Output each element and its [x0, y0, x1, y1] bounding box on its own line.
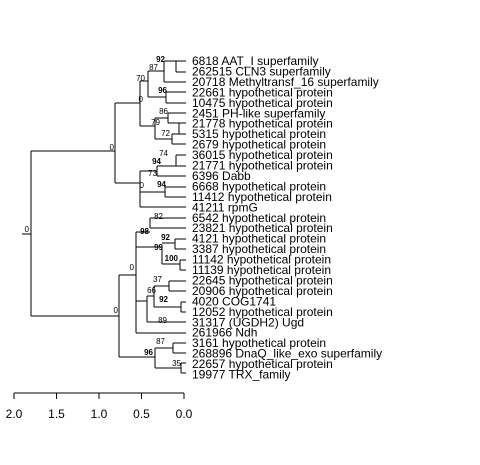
tip-label: 20718 Methyltransf_16 superfamily: [192, 75, 379, 89]
bootstrap-value: 70: [136, 74, 145, 83]
tree-branches: [22, 60, 186, 374]
tip-label: 22645 hypothetical protein: [192, 273, 333, 287]
bootstrap-value: 37: [153, 275, 162, 284]
bootstrap-value: 87: [149, 63, 158, 72]
bootstrap-value: 92: [156, 55, 165, 64]
tip-label: 4020 COG1741: [192, 294, 276, 308]
axis-tick-label: 1.0: [91, 407, 108, 421]
bootstrap-value: 0: [25, 225, 30, 234]
bootstrap-value: 96: [158, 86, 167, 95]
axis-tick-label: 1.5: [48, 407, 65, 421]
tip-label: 4121 hypothetical protein: [192, 232, 326, 246]
tip-label: 5315 hypothetical protein: [192, 127, 326, 141]
tip-label: 20906 hypothetical protein: [192, 284, 333, 298]
tip-label: 11139 hypothetical protein: [192, 263, 331, 277]
tip-label: 22657 hypothetical protein: [192, 357, 333, 371]
tip-label: 41211 rpmG: [192, 200, 258, 214]
tip-label: 10475 hypothetical protein: [192, 96, 333, 110]
axis-tick-label: 0.0: [176, 407, 193, 421]
bootstrap-value: 99: [154, 243, 163, 252]
bootstrap-value: 0: [130, 263, 135, 272]
tip-label: 2451 PH-like superfamily: [192, 106, 325, 120]
bootstrap-value: 0: [110, 143, 115, 152]
bootstrap-value: 0: [140, 181, 145, 190]
tip-label: 3387 hypothetical protein: [192, 242, 326, 256]
tip-label: 31317 (UGDH2) Ugd: [192, 315, 304, 329]
bootstrap-value: 86: [159, 107, 168, 116]
bootstrap-value: 35: [172, 359, 181, 368]
bootstrap-value: 82: [154, 212, 163, 221]
tip-label: 36015 hypothetical protein: [192, 148, 333, 162]
bootstrap-value: 98: [140, 227, 149, 236]
bootstrap-value: 96: [144, 348, 153, 357]
axis-tick-label: 2.0: [6, 407, 23, 421]
bootstrap-labels: 9287709608679720749473940082989299100037…: [25, 55, 182, 368]
bootstrap-value: 89: [158, 316, 167, 325]
scale-axis: 2.0 1.5 1.0 0.5 0.0: [6, 392, 193, 421]
bootstrap-value: 73: [148, 169, 157, 178]
tip-label: 19977 TRX_family: [192, 368, 291, 382]
bootstrap-value: 94: [152, 157, 161, 166]
tip-label: 21771 hypothetical protein: [192, 159, 333, 173]
tip-label: 6542 hypothetical protein: [192, 211, 326, 225]
axis-tick-label: 0.5: [133, 407, 150, 421]
tip-label: 22661 hypothetical protein: [192, 85, 333, 99]
bootstrap-value: 72: [161, 129, 170, 138]
tip-label: 268896 DnaQ_like_exo superfamily: [192, 347, 382, 361]
tip-label: 12052 hypothetical protein: [192, 305, 333, 319]
bootstrap-value: 0: [139, 95, 144, 104]
bootstrap-value: 94: [157, 180, 166, 189]
tip-label: 261966 Ndh: [192, 326, 257, 340]
tip-label: 6818 AAT_I superfamily: [192, 54, 319, 68]
tip-label: 23821 hypothetical protein: [192, 221, 333, 235]
tip-label: 11142 hypothetical protein: [192, 253, 331, 267]
bootstrap-value: 87: [156, 337, 165, 346]
bootstrap-value: 0: [114, 306, 119, 315]
tip-label: 21778 hypothetical protein: [192, 117, 333, 131]
bootstrap-value: 100: [165, 254, 179, 263]
tip-label: 6668 hypothetical protein: [192, 179, 326, 193]
bootstrap-value: 74: [159, 149, 168, 158]
bootstrap-value: 92: [159, 295, 168, 304]
tip-label: 3161 hypothetical protein: [192, 336, 326, 350]
tip-label: 2679 hypothetical protein: [192, 138, 326, 152]
tip-label: 262515 CLN3 superfamily: [192, 64, 331, 78]
bootstrap-value: 79: [151, 118, 160, 127]
bootstrap-value: 92: [161, 233, 170, 242]
bootstrap-value: 66: [147, 286, 156, 295]
tip-label: 11412 hypothetical protein: [192, 190, 332, 204]
tip-label: 6396 Dabb: [192, 169, 251, 183]
